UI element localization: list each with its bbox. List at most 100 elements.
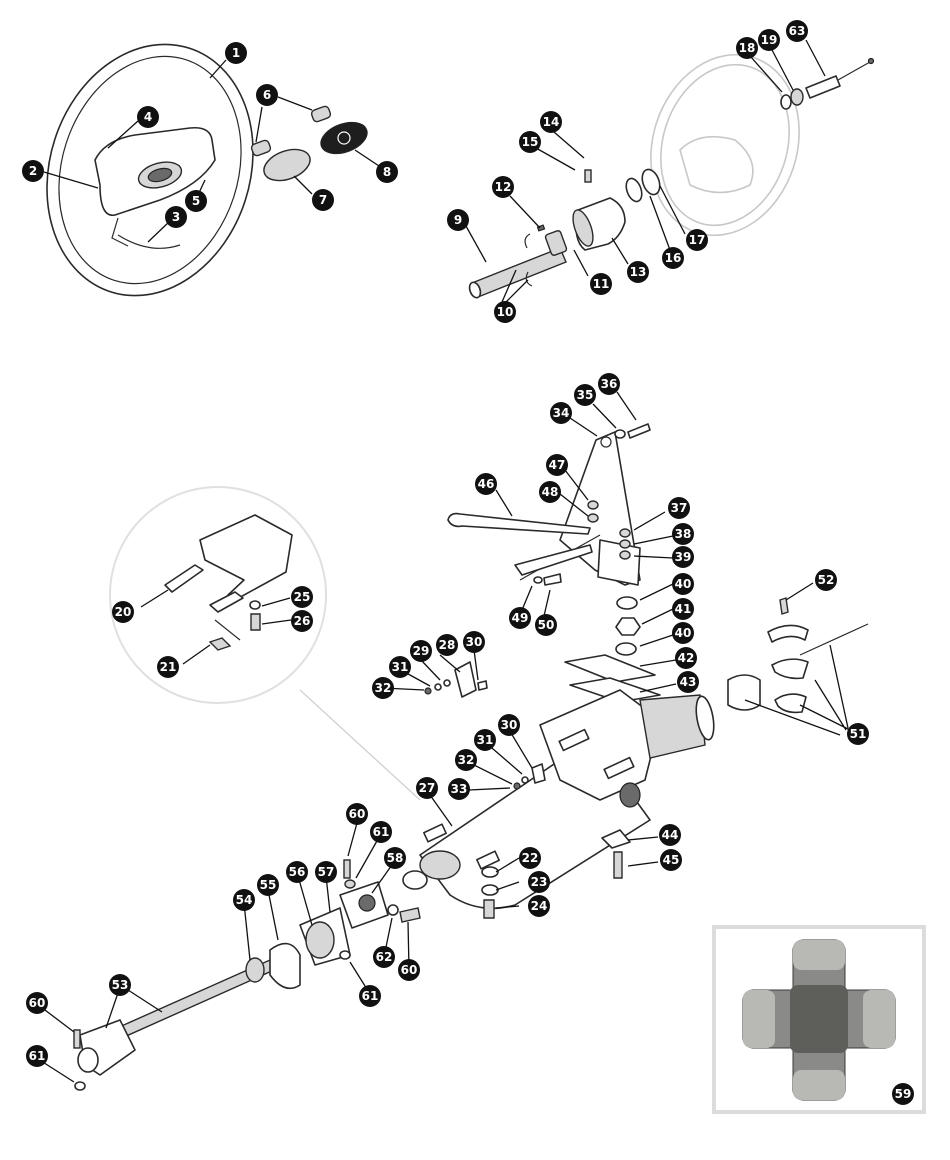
upper-universal-joint: [245, 859, 421, 990]
svg-text:45: 45: [663, 853, 680, 867]
svg-text:19: 19: [761, 33, 778, 47]
svg-text:43: 43: [680, 675, 697, 689]
callout-30-upper: 30: [463, 631, 485, 653]
svg-text:40: 40: [675, 577, 692, 591]
callout-45: 45: [660, 849, 682, 871]
svg-text:32: 32: [375, 681, 392, 695]
callout-61-middle: 61: [359, 985, 381, 1007]
inner-column-shaft: [468, 224, 568, 299]
callout-53: 53: [109, 974, 131, 996]
svg-text:12: 12: [495, 180, 512, 194]
callout-20: 20: [112, 601, 134, 623]
callout-10: 10: [494, 301, 516, 323]
svg-text:8: 8: [383, 165, 391, 179]
svg-text:18: 18: [739, 41, 756, 55]
callout-31-lower: 31: [474, 729, 496, 751]
svg-text:11: 11: [593, 277, 610, 291]
callout-60-lower: 60: [26, 992, 48, 1014]
svg-text:44: 44: [662, 828, 679, 842]
svg-text:50: 50: [538, 618, 555, 632]
svg-text:57: 57: [318, 865, 335, 879]
callout-60-upper: 60: [346, 803, 368, 825]
callout-63: 63: [786, 20, 808, 42]
svg-text:10: 10: [497, 305, 514, 319]
callout-16: 16: [662, 247, 684, 269]
column-clamp-halves: [727, 597, 869, 714]
svg-text:23: 23: [531, 875, 548, 889]
svg-text:58: 58: [387, 851, 404, 865]
callout-43: 43: [677, 671, 699, 693]
callout-55: 55: [257, 874, 279, 896]
callout-32-lower: 32: [455, 749, 477, 771]
callout-47: 47: [546, 454, 568, 476]
callout-5: 5: [185, 190, 207, 212]
callout-61-upper: 61: [370, 821, 392, 843]
svg-text:55: 55: [260, 878, 277, 892]
svg-text:6: 6: [263, 88, 271, 102]
callout-44: 44: [659, 824, 681, 846]
svg-text:63: 63: [789, 24, 806, 38]
callout-26: 26: [291, 610, 313, 632]
callout-56: 56: [286, 861, 308, 883]
outer-column-tube: [402, 689, 715, 910]
svg-text:49: 49: [512, 611, 529, 625]
svg-text:52: 52: [818, 573, 835, 587]
svg-text:39: 39: [675, 550, 692, 564]
callout-2: 2: [22, 160, 44, 182]
callout-40-lower: 40: [672, 622, 694, 644]
svg-text:60: 60: [29, 996, 46, 1010]
callout-36: 36: [598, 373, 620, 395]
callout-38: 38: [672, 523, 694, 545]
callout-54: 54: [233, 889, 255, 911]
svg-text:62: 62: [376, 950, 393, 964]
svg-text:46: 46: [478, 477, 495, 491]
callout-23: 23: [528, 871, 550, 893]
callout-12: 12: [492, 176, 514, 198]
callout-49: 49: [509, 607, 531, 629]
callout-31-upper: 31: [389, 656, 411, 678]
callout-46: 46: [475, 473, 497, 495]
bracket-detail-inset: [109, 486, 421, 801]
svg-text:14: 14: [543, 115, 560, 129]
callout-60-middle: 60: [398, 959, 420, 981]
universal-joint-photo: [742, 939, 896, 1101]
callout-30-lower: 30: [498, 714, 520, 736]
svg-text:41: 41: [675, 602, 692, 616]
callout-8: 8: [376, 161, 398, 183]
callout-57: 57: [315, 861, 337, 883]
svg-text:31: 31: [477, 733, 494, 747]
svg-text:60: 60: [401, 963, 418, 977]
callout-40-upper: 40: [672, 573, 694, 595]
svg-text:33: 33: [451, 782, 468, 796]
callout-7: 7: [312, 189, 334, 211]
svg-text:7: 7: [319, 193, 327, 207]
callout-4: 4: [137, 106, 159, 128]
callout-27: 27: [416, 777, 438, 799]
svg-text:35: 35: [577, 388, 594, 402]
svg-text:13: 13: [630, 265, 647, 279]
callout-50: 50: [535, 614, 557, 636]
svg-text:25: 25: [294, 590, 311, 604]
svg-text:47: 47: [549, 458, 566, 472]
callout-35: 35: [574, 384, 596, 406]
callout-39: 39: [672, 546, 694, 568]
callout-17: 17: [686, 229, 708, 251]
callout-28: 28: [436, 634, 458, 656]
callout-14: 14: [540, 111, 562, 133]
svg-text:16: 16: [665, 251, 682, 265]
svg-text:27: 27: [419, 781, 436, 795]
svg-text:34: 34: [553, 406, 570, 420]
svg-text:28: 28: [439, 638, 456, 652]
callout-34: 34: [550, 402, 572, 424]
steering-wheel-ghost-rear-view: [650, 53, 800, 237]
horn-push-parts: [250, 105, 368, 182]
callout-59: 59: [892, 1083, 914, 1105]
callout-61-lower: 61: [26, 1045, 48, 1067]
svg-text:20: 20: [115, 605, 132, 619]
svg-text:31: 31: [392, 660, 409, 674]
callout-1: 1: [225, 42, 247, 64]
callout-19: 19: [758, 29, 780, 51]
svg-text:48: 48: [542, 485, 559, 499]
svg-text:61: 61: [29, 1049, 46, 1063]
